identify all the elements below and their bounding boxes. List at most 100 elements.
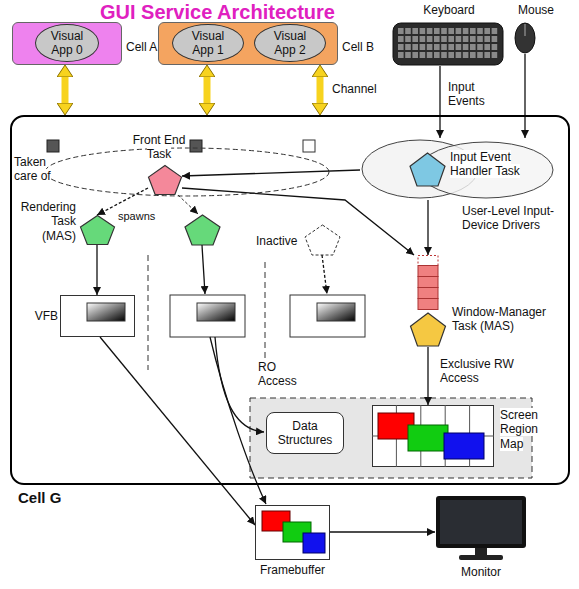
key [420, 52, 426, 58]
text-holder: Mouse [508, 3, 564, 17]
annotation: Inactive [256, 234, 297, 248]
framebuffer-icon: Framebuffer [255, 505, 330, 560]
key [420, 36, 426, 42]
key [427, 28, 433, 34]
node-label: Data Structures [274, 419, 336, 448]
text-holder: Keyboard [414, 3, 484, 17]
key [463, 28, 469, 34]
arrow [439, 66, 440, 138]
driver-group: Input Event Handler Task [360, 138, 555, 200]
shape [372, 405, 494, 467]
key [412, 28, 418, 34]
channel-arrow [204, 77, 211, 103]
queue-slot [418, 256, 438, 266]
fb-frame [256, 506, 330, 560]
key [398, 52, 404, 58]
queue-slot [418, 288, 438, 299]
arrow [330, 531, 435, 532]
window-image [87, 303, 125, 321]
spawn-arrow [178, 195, 198, 214]
window-image [317, 303, 355, 321]
key [427, 52, 433, 58]
key [412, 36, 418, 42]
key [448, 44, 454, 50]
key [492, 28, 498, 34]
monitor-stand [475, 548, 487, 555]
title-holder: GUI Service Architecture [100, 0, 390, 24]
shape [148, 165, 182, 195]
mouse-seam [525, 24, 526, 36]
key [484, 28, 490, 34]
label-holder: Input Events [448, 80, 508, 109]
label-holder: RO Access [258, 360, 308, 389]
key [448, 52, 454, 58]
key [470, 44, 476, 50]
window-green [408, 425, 448, 451]
key [398, 36, 404, 42]
region-map: Screen Region Map [372, 405, 494, 467]
arrow [100, 337, 255, 525]
key [492, 44, 498, 50]
key [434, 28, 440, 34]
text-holder: Framebuffer [240, 563, 345, 577]
pentagon [410, 153, 445, 186]
label-holder: spawns [118, 209, 162, 223]
key [405, 44, 411, 50]
keyboard-body [393, 23, 503, 65]
shape [80, 215, 115, 245]
queue-slot [418, 277, 438, 288]
text-holder: VFB [22, 309, 58, 323]
key [420, 44, 426, 50]
node-label: Visual App 2 [262, 29, 318, 58]
ro-access-arrow [215, 337, 264, 432]
key [405, 52, 411, 58]
app-ellipse: Visual App 1 [172, 24, 244, 62]
status-square [47, 140, 59, 152]
key [463, 44, 469, 50]
key [477, 36, 483, 42]
key [463, 36, 469, 42]
key [492, 36, 498, 42]
key [434, 44, 440, 50]
text-holder: Data Structures [267, 413, 343, 453]
key [398, 44, 404, 50]
node-label: Framebuffer [260, 563, 325, 577]
shared-region [250, 398, 532, 478]
window-blue [303, 533, 325, 553]
key [405, 36, 411, 42]
app-ellipse: Visual App 0 [35, 24, 99, 62]
text-holder: Visual App 1 [173, 25, 243, 61]
arrow [427, 347, 428, 405]
node-label: Input Event Handler Task [450, 150, 520, 178]
data-box: Data Structures [266, 412, 344, 454]
label-holder: User-Level Input-Device Drivers [462, 204, 562, 233]
label-holder: Exclusive RW Access [440, 357, 524, 386]
key [477, 28, 483, 34]
mouse-icon: Mouse [514, 22, 536, 54]
key [463, 52, 469, 58]
key [492, 52, 498, 58]
label-holder: Channel [332, 82, 392, 96]
window-blue [444, 433, 484, 459]
text-holder: Monitor [440, 565, 522, 579]
shape [255, 505, 330, 560]
key [412, 52, 418, 58]
key [441, 44, 447, 50]
arrow [182, 170, 360, 176]
text-holder: Window-Manager Task (MAS) [452, 305, 557, 334]
label-holder: Taken care of [14, 155, 62, 184]
node-label: Monitor [461, 565, 501, 579]
key [470, 36, 476, 42]
key [470, 52, 476, 58]
pentagon [411, 313, 446, 346]
key [477, 44, 483, 50]
channel-arrow [317, 77, 324, 103]
status-square [303, 140, 315, 152]
title: GUI Service Architecture [100, 1, 335, 23]
key [427, 44, 433, 50]
node-label: Rendering Task (MAS) [21, 200, 76, 243]
annotation: User-Level Input-Device Drivers [462, 204, 554, 232]
node-label: Cell G [18, 489, 61, 506]
key [441, 36, 447, 42]
